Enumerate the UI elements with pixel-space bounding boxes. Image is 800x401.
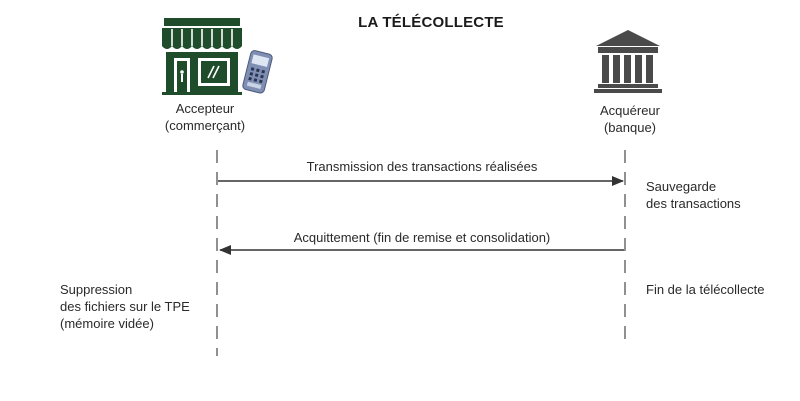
acquirer-name: Acquéreur [600, 103, 660, 118]
note-line: Suppression [60, 282, 133, 297]
note-line: des fichiers sur le TPE [60, 299, 190, 314]
diagram-title: LA TÉLÉCOLLECTE [358, 14, 504, 31]
acquirer-label: Acquéreur (banque) [560, 102, 700, 136]
bank-icon [594, 30, 662, 93]
acquirer-role: (banque) [603, 120, 657, 135]
note-line: Fin de la télécollecte [646, 282, 765, 297]
acceptor-label: Accepteur (commerçant) [130, 100, 280, 134]
acceptor-delete-note: Suppression des fichiers sur le TPE (mém… [60, 281, 190, 332]
acceptor-role: (commerçant) [164, 118, 246, 133]
acknowledgement-label: Acquittement (fin de remise et consolida… [293, 230, 551, 245]
transmission-label: Transmission des transactions réalisées [306, 159, 538, 174]
shop-icon [162, 18, 273, 95]
acquirer-save-note: Sauvegarde des transactions [646, 178, 741, 212]
note-line: (mémoire vidée) [60, 316, 154, 331]
note-line: Sauvegarde [646, 179, 717, 194]
acquirer-end-note: Fin de la télécollecte [646, 281, 765, 298]
acceptor-name: Accepteur [175, 101, 235, 116]
note-line: des transactions [646, 196, 741, 211]
